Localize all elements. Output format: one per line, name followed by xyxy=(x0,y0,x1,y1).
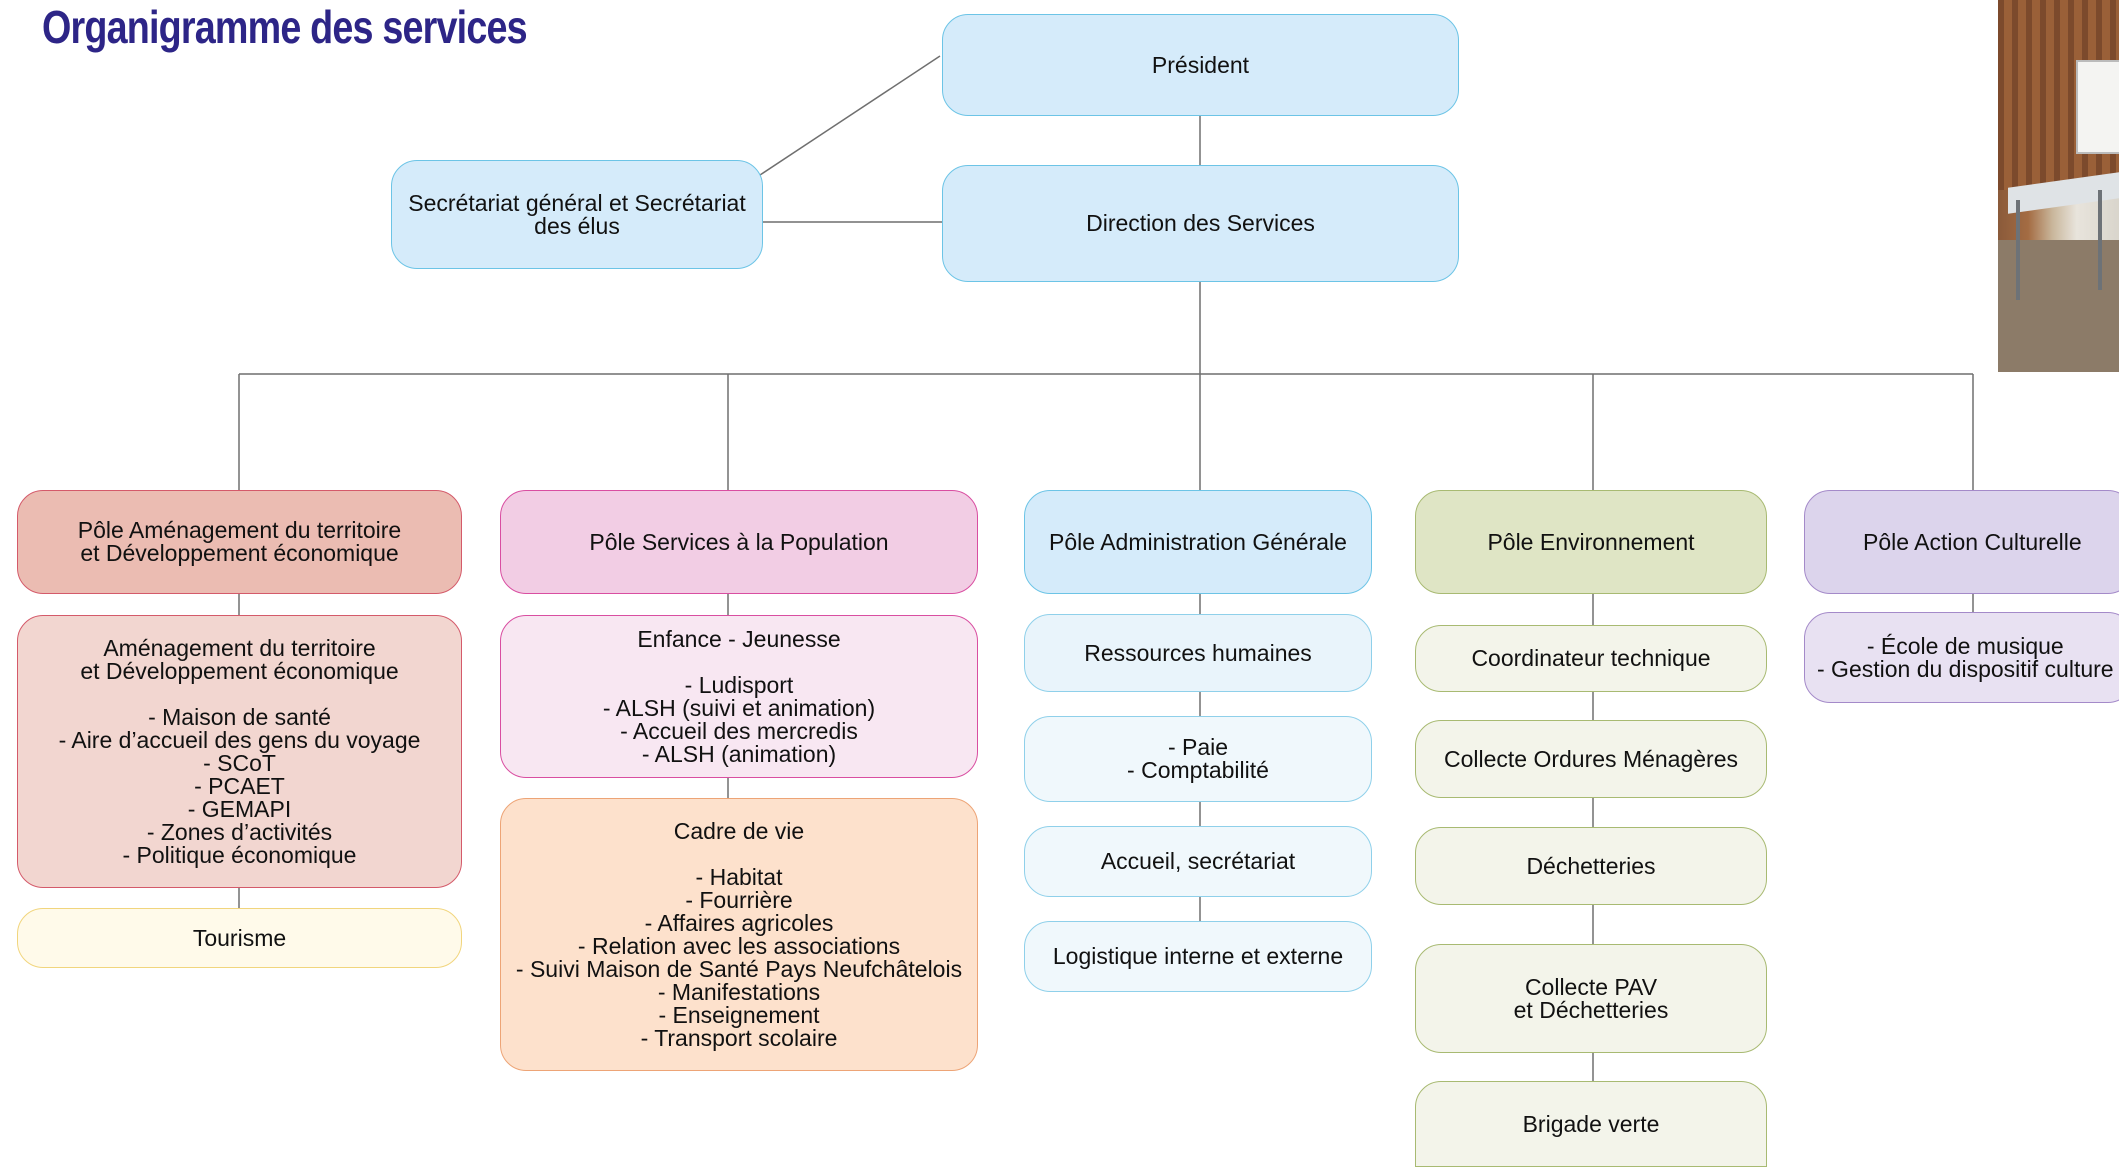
pole-culture-title: Pôle Action Culturelle xyxy=(1863,528,2082,555)
logistique-box: Logistique interne et externe xyxy=(1024,921,1372,992)
accueil-secretariat-label: Accueil, secrétariat xyxy=(1100,848,1296,874)
president-label: Président xyxy=(1151,51,1250,78)
cadre-de-vie-box: Cadre de vie - Habitat - Fourrière - Aff… xyxy=(500,798,978,1071)
paie-comptabilite-label: - Paie - Comptabilité xyxy=(1127,734,1269,783)
collecte-pav-label: Collecte PAV et Déchetteries xyxy=(1513,973,1669,1023)
brigade-verte-box: Brigade verte xyxy=(1415,1081,1767,1167)
direction-label: Direction des Services xyxy=(1086,210,1315,236)
ressources-humaines-box: Ressources humaines xyxy=(1024,614,1372,692)
pole-environnement-box: Pôle Environnement xyxy=(1415,490,1767,594)
ressources-humaines-label: Ressources humaines xyxy=(1084,639,1312,666)
collecte-om-box: Collecte Ordures Ménagères xyxy=(1415,720,1767,798)
enfance-jeunesse-label: Enfance - Jeunesse - Ludisport - ALSH (s… xyxy=(602,625,876,767)
collecte-om-label: Collecte Ordures Ménagères xyxy=(1443,745,1739,772)
dechetteries-label: Déchetteries xyxy=(1526,852,1656,879)
amenagement-services-label: Aménagement du territoire et Développeme… xyxy=(58,634,421,868)
secretariat-box: Secrétariat général et Secrétariat des é… xyxy=(391,160,763,269)
enfance-jeunesse-box: Enfance - Jeunesse - Ludisport - ALSH (s… xyxy=(500,615,978,778)
pole-population-box: Pôle Services à la Population xyxy=(500,490,978,594)
page-title: Organigramme des services xyxy=(42,1,528,53)
collecte-pav-box: Collecte PAV et Déchetteries xyxy=(1415,944,1767,1053)
pole-environnement-title: Pôle Environnement xyxy=(1487,528,1695,555)
logistique-label: Logistique interne et externe xyxy=(1052,943,1344,969)
amenagement-services-box: Aménagement du territoire et Développeme… xyxy=(17,615,462,888)
direction-box: Direction des Services xyxy=(942,165,1459,282)
pole-amenagement-title: Pôle Aménagement du territoire et Dévelo… xyxy=(77,517,402,566)
coordinateur-technique-label: Coordinateur technique xyxy=(1471,645,1711,671)
secretariat-label: Secrétariat général et Secrétariat des é… xyxy=(408,189,746,239)
cadre-de-vie-label: Cadre de vie - Habitat - Fourrière - Aff… xyxy=(515,817,963,1051)
pole-administration-box: Pôle Administration Générale xyxy=(1024,490,1372,594)
paie-comptabilite-box: - Paie - Comptabilité xyxy=(1024,716,1372,802)
pole-administration-title: Pôle Administration Générale xyxy=(1049,528,1347,555)
tourisme-label: Tourisme xyxy=(192,924,287,951)
room-photo xyxy=(1998,0,2119,372)
pole-amenagement-box: Pôle Aménagement du territoire et Dévelo… xyxy=(17,490,462,594)
culture-services-label: - École de musique - Gestion du disposit… xyxy=(1817,632,2114,682)
president-box: Président xyxy=(942,14,1459,116)
brigade-verte-label: Brigade verte xyxy=(1522,1110,1660,1137)
tourisme-box: Tourisme xyxy=(17,908,462,968)
pole-population-title: Pôle Services à la Population xyxy=(589,528,889,555)
accueil-secretariat-box: Accueil, secrétariat xyxy=(1024,826,1372,897)
dechetteries-box: Déchetteries xyxy=(1415,827,1767,905)
coordinateur-technique-box: Coordinateur technique xyxy=(1415,625,1767,692)
pole-culture-box: Pôle Action Culturelle xyxy=(1804,490,2119,594)
culture-services-box: - École de musique - Gestion du disposit… xyxy=(1804,612,2119,703)
